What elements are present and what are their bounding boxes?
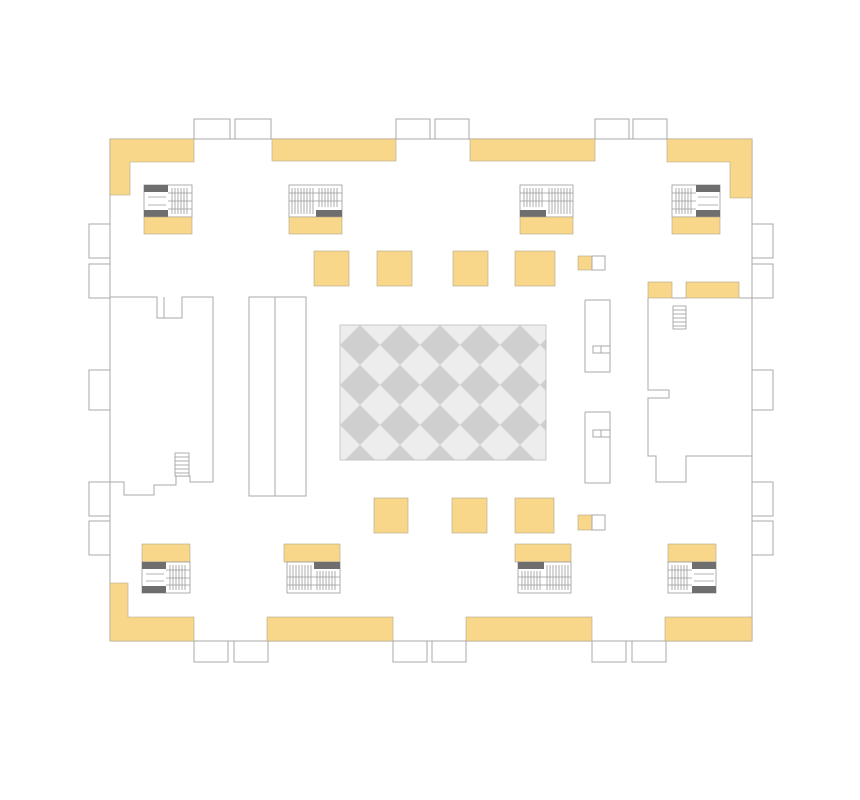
stair-block-upper-1 (143, 184, 193, 218)
lower-column-blocks (373, 497, 606, 534)
stair-block-upper-2 (288, 184, 343, 218)
exterior-right-boxes (751, 223, 774, 556)
stair-block-lower-3 (517, 561, 572, 594)
lower-landings (141, 543, 717, 563)
central-atrium (339, 324, 547, 461)
exterior-top-boxes (193, 118, 668, 140)
exterior-left-boxes (88, 223, 111, 556)
right-atrium-structures (584, 299, 611, 484)
upper-landings (143, 216, 721, 235)
stair-block-lower-2 (286, 561, 341, 594)
upper-column-blocks (313, 250, 606, 287)
stair-block-upper-4 (671, 184, 721, 218)
right-wing-room (647, 281, 752, 483)
stair-block-upper-3 (519, 184, 574, 218)
exterior-bottom-boxes (193, 640, 667, 663)
stair-block-lower-4 (667, 561, 717, 594)
stair-block-lower-1 (141, 561, 191, 594)
perimeter-zones (109, 138, 753, 642)
tall-double-room (248, 296, 307, 497)
left-wing-room (110, 296, 214, 496)
